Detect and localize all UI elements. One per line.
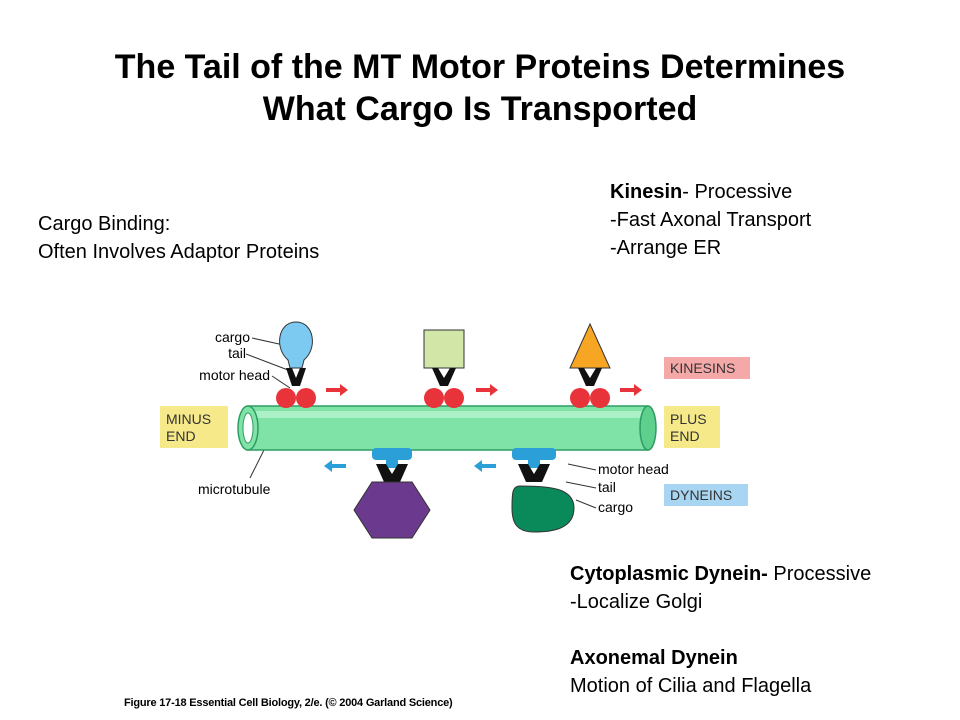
plus-end-label-2: END	[670, 428, 700, 444]
motor-head-label-top: motor head	[199, 367, 270, 383]
dynein-line-2: -Localize Golgi	[570, 591, 703, 613]
plus-direction-arrows	[326, 384, 642, 396]
motor-protein-diagram: cargo tail motor head MINUS END PLUS END…	[160, 321, 750, 539]
kinesin-line-1: Kinesin- Processive	[610, 178, 811, 206]
cargo-binding-note: Cargo Binding: Often Involves Adaptor Pr…	[38, 210, 319, 266]
minus-direction-arrows	[324, 460, 496, 472]
microtubule	[237, 405, 657, 451]
title-line-2: What Cargo Is Transported	[262, 90, 698, 128]
minus-end-label-2: END	[166, 428, 196, 444]
dyneins-box	[664, 484, 748, 506]
kinesin-note: Kinesin- Processive -Fast Axonal Transpo…	[610, 178, 811, 262]
dynein-spacer	[570, 616, 871, 644]
plus-end-label-1: PLUS	[670, 411, 707, 427]
tail-label-bottom: tail	[598, 479, 616, 495]
minus-end-box	[160, 406, 228, 448]
figure-caption: Figure 17-18 Essential Cell Biology, 2/e…	[124, 697, 453, 709]
axonemal-line-2: Motion of Cilia and Flagella	[570, 675, 812, 697]
title-line-1: The Tail of the MT Motor Proteins Determ…	[114, 48, 846, 86]
microtubule-label: microtubule	[198, 481, 271, 497]
plus-end-box	[664, 406, 720, 448]
kinesins-box	[664, 357, 750, 379]
dyneins-label: DYNEINS	[670, 487, 732, 503]
cargo-binding-line-1: Cargo Binding:	[38, 213, 171, 235]
dynein-2	[511, 448, 575, 533]
cytoplasmic-dynein-name: Cytoplasmic Dynein-	[570, 563, 768, 585]
motor-head-label-bottom: motor head	[598, 461, 669, 477]
kinesin-3	[569, 322, 611, 408]
slide-title: The Tail of the MT Motor Proteins Determ…	[0, 46, 960, 130]
minus-end-label-1: MINUS	[166, 411, 211, 427]
kinesin-name: Kinesin	[610, 181, 683, 203]
kinesin-line-3: -Arrange ER	[610, 237, 722, 259]
dynein-line-1: Cytoplasmic Dynein- Processive	[570, 560, 871, 588]
cargo-label-bottom: cargo	[598, 499, 633, 515]
cargo-binding-line-2: Often Involves Adaptor Proteins	[38, 241, 320, 263]
cargo-label-top: cargo	[215, 329, 250, 345]
dynein-1	[353, 448, 431, 539]
kinesin-line-2: -Fast Axonal Transport	[610, 209, 812, 231]
kinesin-processive: - Processive	[682, 181, 793, 203]
axonemal-line-1: Axonemal Dynein	[570, 644, 871, 672]
kinesin-1	[276, 321, 316, 408]
tail-label-top: tail	[228, 345, 246, 361]
kinesin-2	[423, 329, 465, 408]
dynein-note: Cytoplasmic Dynein- Processive -Localize…	[570, 560, 871, 700]
dynein-processive: Processive	[767, 563, 872, 585]
kinesins-label: KINESINS	[670, 360, 735, 376]
axonemal-dynein-name: Axonemal Dynein	[570, 647, 738, 669]
